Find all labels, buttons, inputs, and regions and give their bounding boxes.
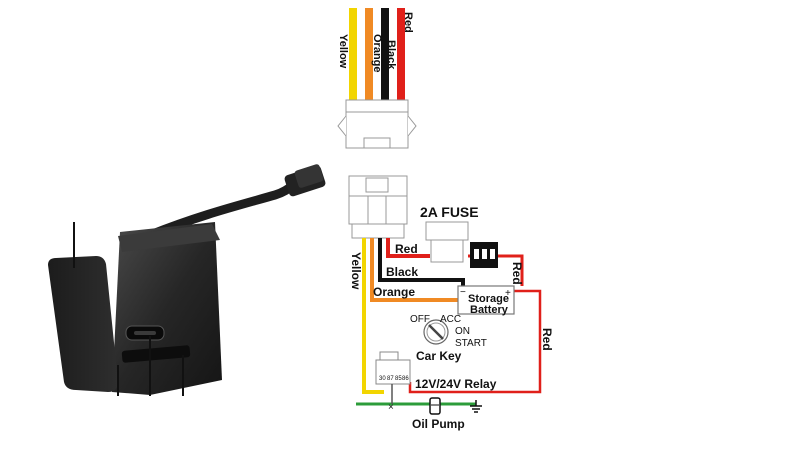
wire-yellow bbox=[362, 238, 384, 394]
battery-label-line1: Storage bbox=[468, 293, 509, 305]
storage-battery: − + Storage Battery bbox=[457, 285, 515, 316]
oil-pump-label: Oil Pump bbox=[412, 417, 465, 431]
relay-pin-30: 30 bbox=[379, 376, 386, 382]
key-off: OFF bbox=[410, 314, 430, 325]
bottom-connector bbox=[348, 175, 408, 239]
fuse-2a bbox=[425, 221, 498, 268]
label-red-return: Red bbox=[540, 328, 554, 351]
key-acc: ACC bbox=[440, 314, 461, 325]
relay-pin-85: 85 bbox=[395, 376, 402, 382]
car-key-label: Car Key bbox=[416, 349, 462, 363]
break-mark: × bbox=[388, 402, 394, 413]
top-wire-label-yellow: Yellow bbox=[337, 34, 349, 69]
relay-pin-86: 86 bbox=[402, 376, 409, 382]
top-wire-label-red: Red bbox=[402, 12, 414, 33]
ground-icon bbox=[470, 400, 482, 413]
battery-positive: + bbox=[505, 288, 511, 299]
battery-label-line2: Battery bbox=[470, 304, 509, 316]
top-wire-black bbox=[381, 8, 389, 103]
wire-red-to-fuse bbox=[386, 238, 430, 258]
top-wire-red bbox=[397, 8, 405, 103]
device-sim-slot bbox=[121, 345, 191, 363]
car-key-switch: OFF ACC ON START Car Key bbox=[410, 314, 487, 363]
label-black: Black bbox=[386, 265, 418, 279]
top-wire-label-orange: Orange bbox=[371, 34, 383, 73]
key-start: START bbox=[455, 338, 487, 349]
wire-black bbox=[378, 238, 465, 288]
top-wire-orange bbox=[365, 8, 373, 103]
device-cable-connector bbox=[284, 164, 326, 197]
wire-orange bbox=[370, 238, 460, 302]
wire-red-battery-to-relay bbox=[408, 289, 542, 394]
top-wire-label-black: Black bbox=[385, 40, 397, 70]
relay-pin-87: 87 bbox=[387, 376, 394, 382]
fuse-label: 2A FUSE bbox=[420, 204, 479, 220]
relay-label: 12V/24V Relay bbox=[415, 377, 497, 391]
device-top-face bbox=[118, 224, 220, 252]
pump-circuit: × bbox=[356, 384, 482, 415]
top-wire-yellow bbox=[349, 8, 357, 103]
battery-negative: − bbox=[460, 287, 466, 298]
key-on: ON bbox=[455, 326, 470, 337]
label-orange: Orange bbox=[373, 285, 415, 299]
device-front-panel bbox=[48, 256, 118, 392]
gps-tracker-device bbox=[48, 164, 326, 396]
top-wire-bundle: Yellow Orange Black Red bbox=[337, 8, 414, 103]
oil-pump-icon bbox=[429, 397, 441, 415]
label-red-fuse: Red bbox=[395, 242, 418, 256]
top-connector bbox=[337, 99, 417, 149]
relay: 30 87 85 86 bbox=[375, 351, 411, 385]
label-yellow: Yellow bbox=[349, 252, 363, 290]
label-red-right: Red bbox=[510, 262, 524, 285]
